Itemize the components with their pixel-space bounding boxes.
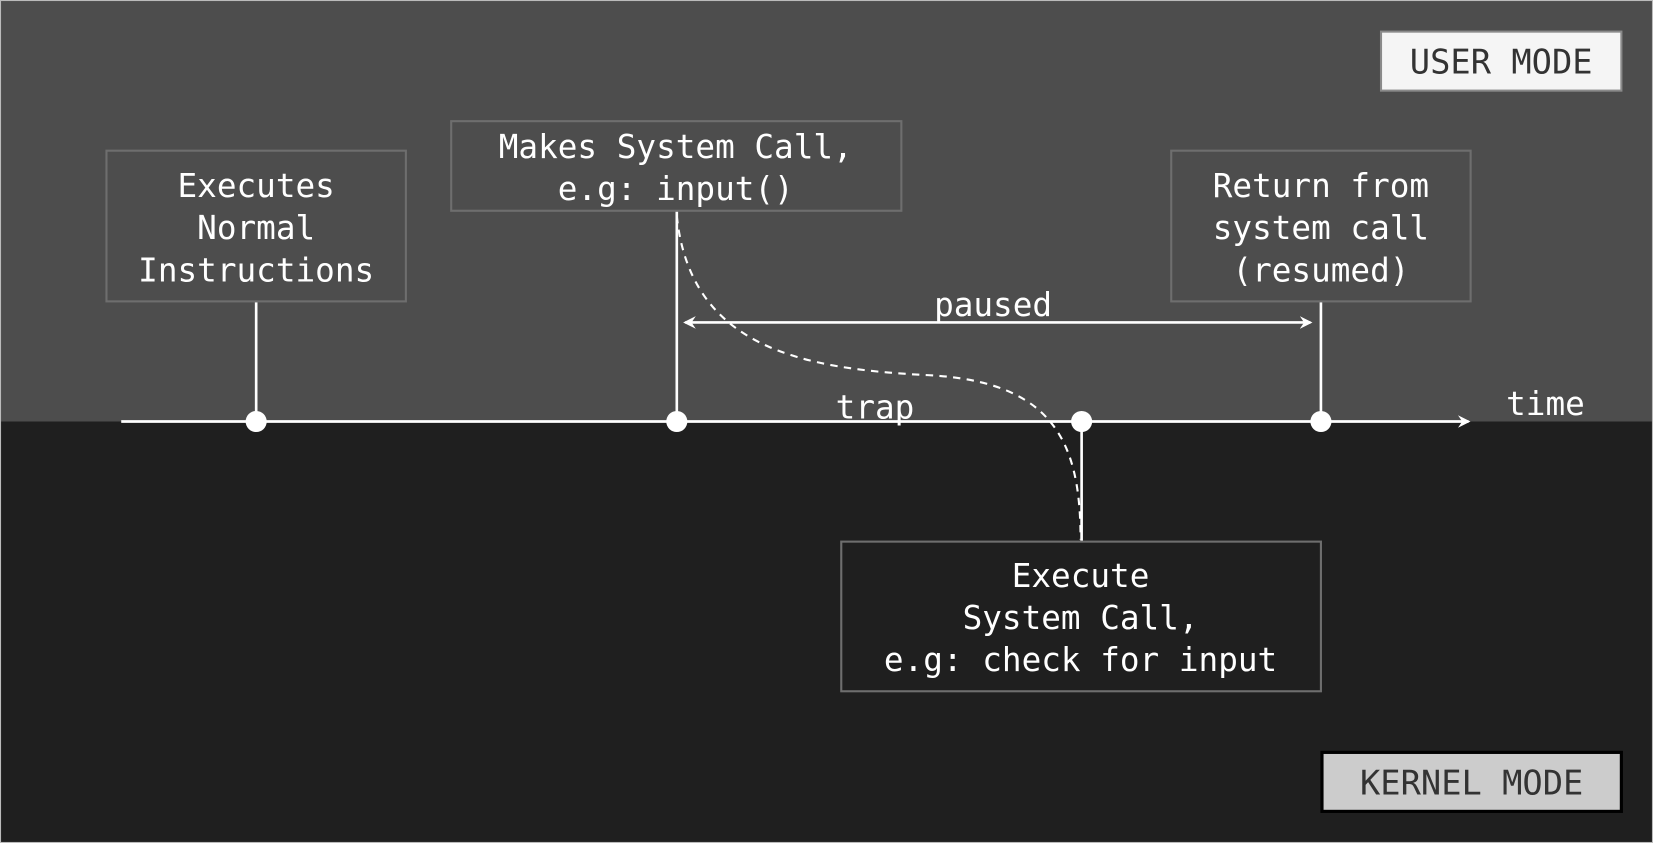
box-return-from-system-call: Return from system call (resumed) [1170,149,1472,303]
svg-text:Instructions: Instructions [138,251,374,289]
time-label: time [1506,385,1585,423]
box-makes-system-call: Makes System Call, e.g: input() [450,120,903,212]
timeline-dot [1310,410,1332,433]
trap-label: trap [836,388,915,426]
timeline-dot [245,410,267,433]
svg-text:USER MODE: USER MODE [1410,43,1593,82]
svg-text:Normal: Normal [197,209,315,247]
svg-text:(resumed): (resumed) [1232,251,1409,289]
svg-text:Makes System Call,: Makes System Call, [499,128,853,166]
user-mode-badge: USER MODE [1379,30,1623,92]
svg-text:Return from: Return from [1213,167,1429,205]
timeline-dot [666,410,688,433]
svg-text:KERNEL MODE: KERNEL MODE [1360,764,1583,803]
trap-curve [675,215,1082,540]
svg-text:Executes: Executes [178,167,335,205]
kernel-mode-badge: KERNEL MODE [1320,750,1623,813]
svg-text:system call: system call [1213,209,1429,247]
paused-label: paused [934,286,1052,324]
svg-text:e.g: check for input: e.g: check for input [884,641,1277,679]
svg-text:e.g: input(): e.g: input() [558,170,794,208]
svg-text:Execute: Execute [1012,557,1150,595]
timeline-dot [1071,410,1093,433]
svg-text:System Call,: System Call, [963,599,1199,637]
box-executes-normal: Executes Normal Instructions [105,149,407,303]
box-execute-system-call: Execute System Call, e.g: check for inpu… [840,540,1322,693]
